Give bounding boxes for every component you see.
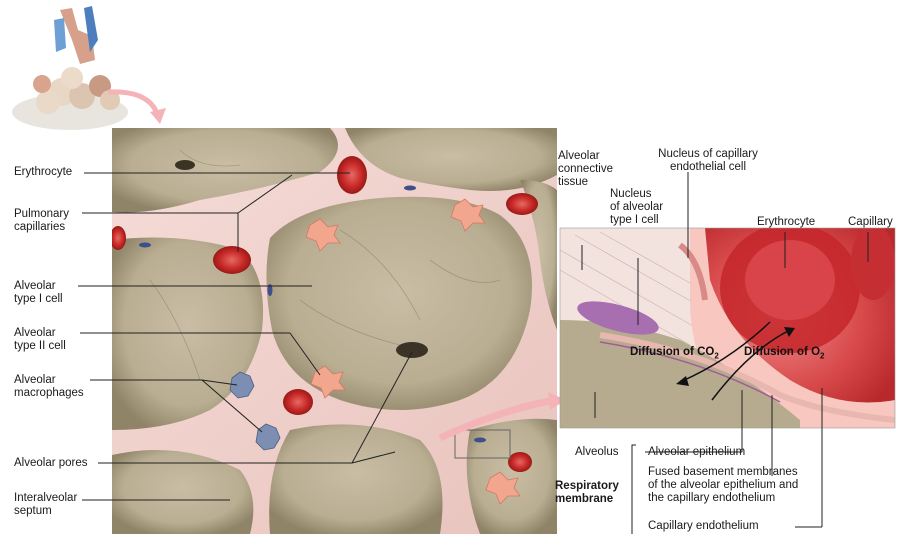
- label-alveolar-type-ii-cell: Alveolar type II cell: [14, 327, 66, 353]
- erythrocyte: [506, 193, 538, 215]
- erythrocyte: [213, 246, 251, 274]
- erythrocyte: [283, 389, 313, 415]
- label-diffusion-co2: Diffusion of CO2: [630, 346, 719, 362]
- label-nucleus-type-i-cell: Nucleus of alveolar type I cell: [610, 188, 663, 227]
- alveolus: [467, 419, 557, 534]
- left-panel-illustration: [110, 128, 557, 534]
- erythrocyte: [337, 156, 367, 194]
- right-panel-illustration: [560, 223, 895, 428]
- label-erythrocyte: Erythrocyte: [14, 166, 72, 179]
- alveolar-pore: [396, 342, 428, 358]
- label-capillary-endothelium: Capillary endothelium: [648, 520, 759, 533]
- erythrocyte: [851, 224, 895, 300]
- lung-thumbnail: [12, 6, 128, 130]
- erythrocyte: [508, 452, 532, 472]
- label-alveolar-type-i-cell: Alveolar type I cell: [14, 280, 63, 306]
- label-alveolus: Alveolus: [575, 446, 618, 459]
- label-alveolar-pores: Alveolar pores: [14, 457, 88, 470]
- label-nucleus-capillary-endothelial: Nucleus of capillary endothelial cell: [648, 148, 768, 174]
- label-pulmonary-capillaries: Pulmonary capillaries: [14, 208, 69, 234]
- label-erythrocyte-inset: Erythrocyte: [757, 216, 815, 229]
- alveolus: [266, 197, 532, 410]
- label-capillary: Capillary: [848, 216, 893, 229]
- label-fused-basement-membranes: Fused basement membranes of the alveolar…: [648, 466, 798, 505]
- alveolus: [269, 424, 442, 534]
- erythrocyte: [110, 226, 126, 250]
- alveolar-pore: [175, 160, 195, 170]
- label-alveolar-macrophages: Alveolar macrophages: [14, 374, 84, 400]
- label-diffusion-o2: Diffusion of O2: [744, 346, 824, 362]
- label-interalveolar-septum: Interalveolar septum: [14, 492, 77, 518]
- label-alveolar-connective-tissue: Alveolar connective tissue: [558, 150, 613, 189]
- label-respiratory-membrane: Respiratory membrane: [555, 480, 619, 506]
- label-alveolar-epithelium: Alveolar epithelium: [648, 446, 745, 459]
- pointer-arrow-head: [150, 108, 166, 124]
- erythrocyte-center: [745, 240, 835, 320]
